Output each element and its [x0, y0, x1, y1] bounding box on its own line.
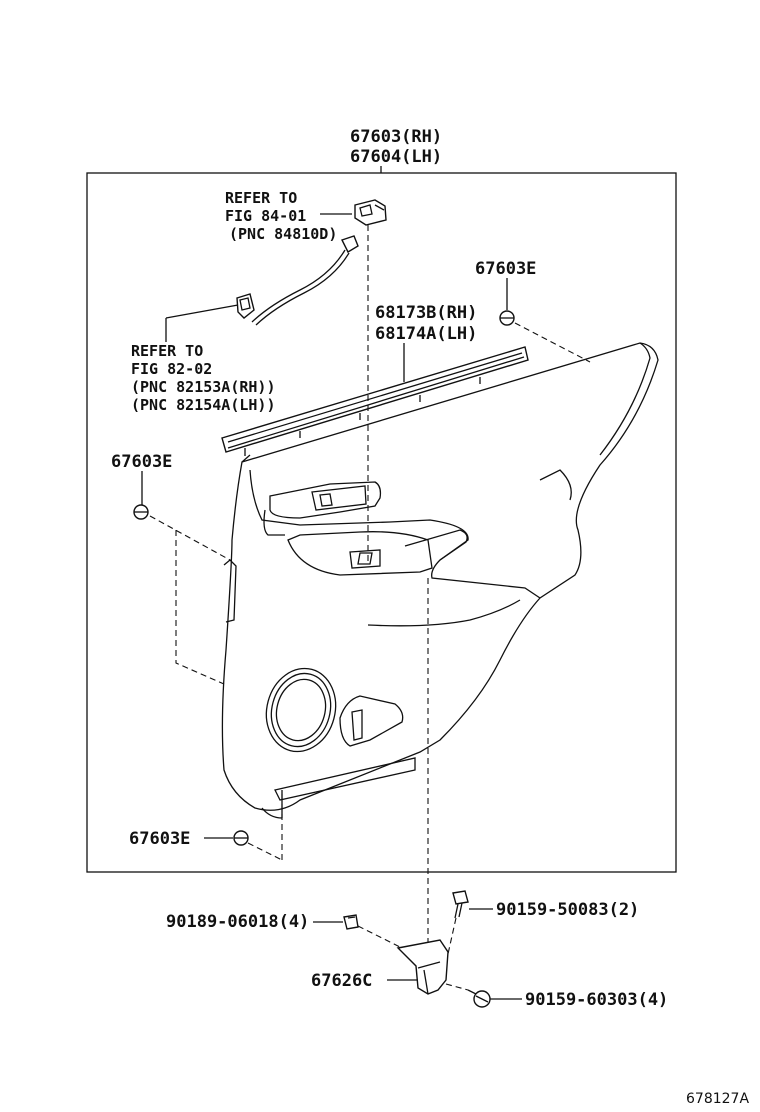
- label-90159-60303: 90159-60303(4): [525, 990, 668, 1010]
- dash-clip-bottom: [247, 842, 283, 861]
- refer-82-02-line4: (PNC 82154A(LH)): [131, 396, 276, 414]
- clip-icon-top: [499, 310, 515, 326]
- bracket-icon: [396, 939, 449, 995]
- clip-icon-left: [133, 504, 149, 520]
- dash-clip-top: [514, 322, 591, 363]
- dash-bolt-bottom: [445, 983, 469, 991]
- label-67603e-bottom: 67603E: [129, 829, 190, 849]
- label-68174a-lh: 68174A(LH): [375, 324, 477, 344]
- label-67603e-left: 67603E: [111, 452, 172, 472]
- switch-connector-icon: [354, 199, 387, 226]
- refer-82-02-line2: FIG 82-02: [131, 360, 212, 378]
- label-67626c: 67626C: [311, 971, 372, 991]
- weatherstrip: [221, 346, 529, 456]
- screw-icon: [343, 914, 359, 930]
- refer-84-01-line1: REFER TO: [225, 189, 297, 207]
- label-67603e-top: 67603E: [475, 259, 536, 279]
- figure-id: 678127A: [686, 1091, 749, 1107]
- dash-clip-left: [149, 515, 231, 561]
- bolt-icon-top: [452, 890, 469, 919]
- refer-82-02-line3: (PNC 82153A(RH)): [131, 378, 276, 396]
- label-67604-lh: 67604(LH): [350, 147, 442, 167]
- clip-icon-bottom: [233, 830, 249, 846]
- door-trim-panel: [221, 342, 659, 819]
- refer-82-02-line1: REFER TO: [131, 342, 203, 360]
- label-68173b-rh: 68173B(RH): [375, 303, 477, 323]
- refer-84-01-line3: (PNC 84810D): [229, 225, 337, 243]
- label-90189-06018: 90189-06018(4): [166, 912, 309, 932]
- wire-harness: [236, 235, 359, 326]
- label-90159-50083: 90159-50083(2): [496, 900, 639, 920]
- bolt-icon-bottom: [467, 989, 491, 1008]
- label-67603-rh: 67603(RH): [350, 127, 442, 147]
- dash-panel-left: [175, 530, 225, 685]
- refer-84-01-line2: FIG 84-01: [225, 207, 306, 225]
- leader-refer-82-02: [165, 304, 239, 319]
